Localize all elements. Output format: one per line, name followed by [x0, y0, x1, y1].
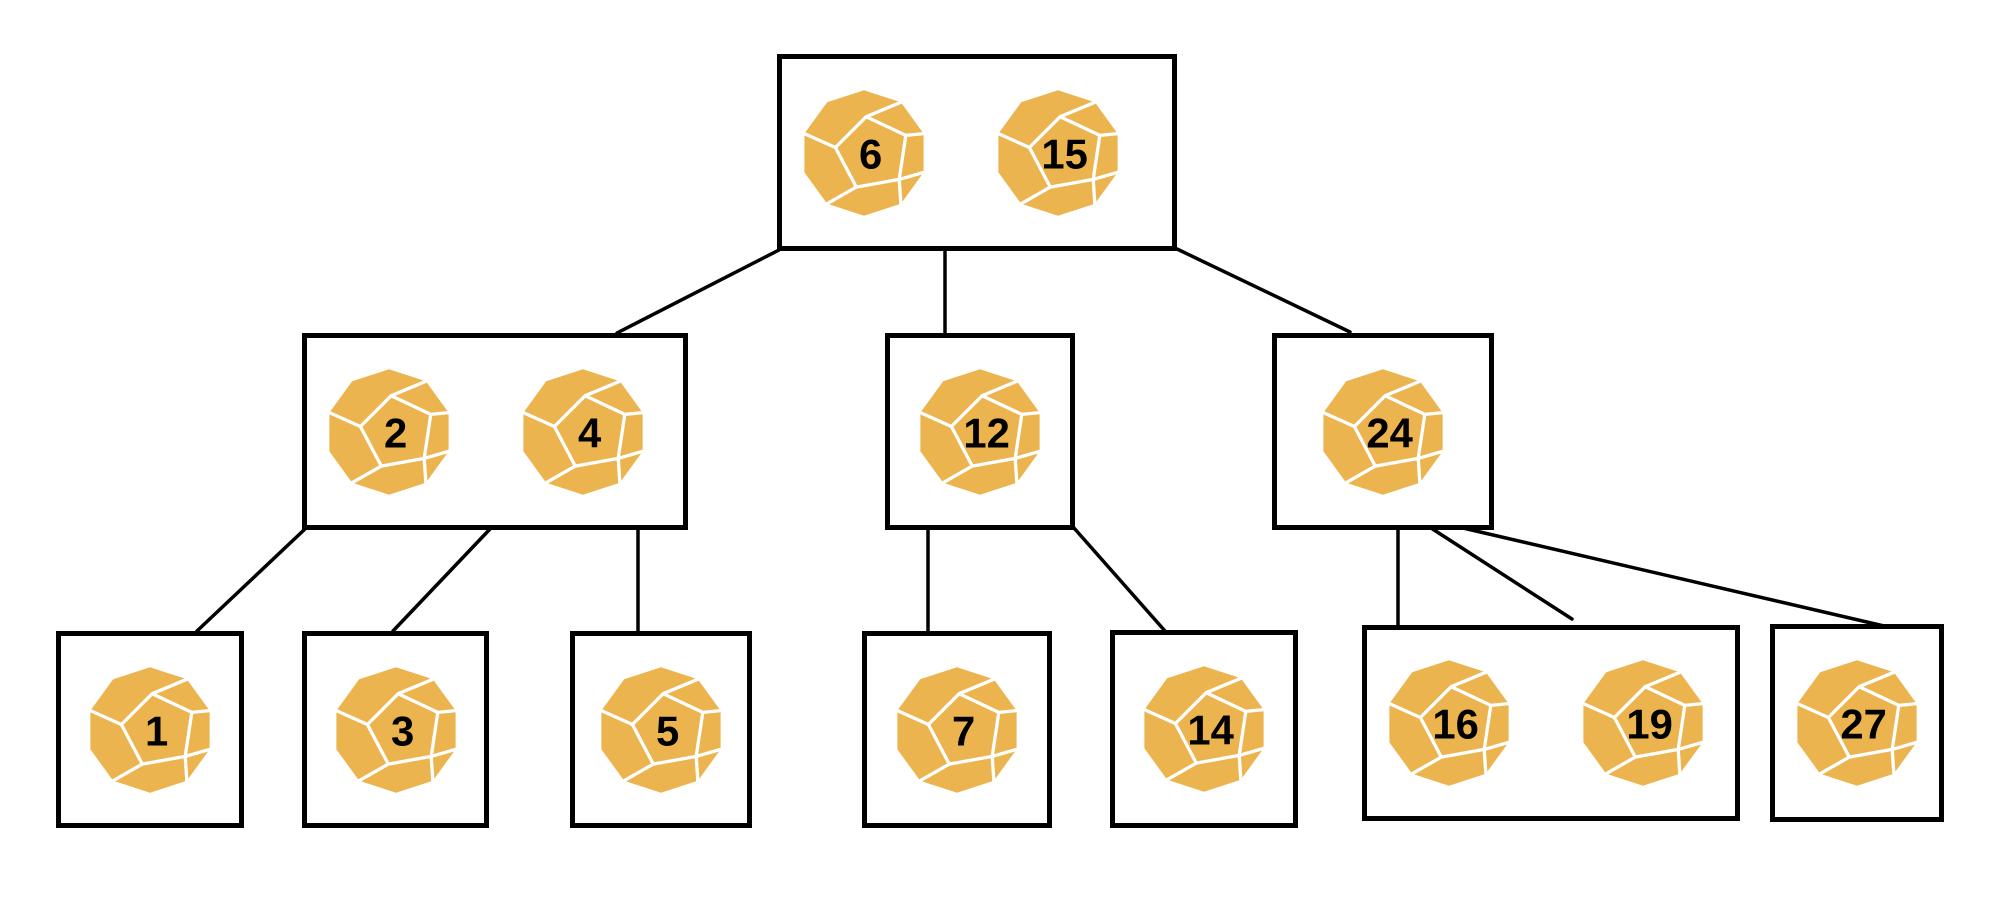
die-value: 27	[1840, 700, 1887, 747]
dodecahedron-die-icon: 7	[895, 665, 1019, 794]
die-value: 3	[390, 707, 413, 754]
tree-edge-left-leaf2	[391, 527, 492, 633]
tree-node-leaf-5: 14	[1110, 630, 1298, 828]
tree-edge-right-leaf7	[1461, 526, 1886, 628]
dodecahedron-die-icon: 14	[1142, 664, 1266, 794]
die-value: 19	[1626, 700, 1673, 747]
die-value: 6	[859, 130, 882, 177]
dodecahedron-die-icon: 16	[1387, 658, 1511, 788]
dodecahedron-die-icon: 6	[802, 88, 926, 217]
die-value: 14	[1187, 706, 1234, 753]
dodecahedron-die-icon: 12	[918, 367, 1042, 496]
tree-edge-root-left	[615, 248, 781, 335]
die-value: 16	[1432, 700, 1479, 747]
dodecahedron-die-icon: 15	[996, 88, 1120, 217]
tree-node-leaf-4: 7	[862, 631, 1052, 828]
die-value: 12	[963, 409, 1010, 456]
dodecahedron-die-icon: 19	[1581, 658, 1705, 788]
die-value: 15	[1041, 130, 1088, 177]
die-value: 7	[952, 707, 975, 754]
tree-node-leaf-3: 5	[570, 631, 752, 828]
tree-edge-middle-leaf5	[1072, 526, 1167, 633]
tree-node-leaf-2: 3	[302, 631, 489, 828]
tree-node-middle-child: 12	[885, 333, 1075, 530]
die-value: 24	[1366, 409, 1413, 456]
tree-node-root: 6 15	[777, 54, 1177, 251]
dodecahedron-die-icon: 3	[334, 665, 457, 794]
dodecahedron-die-icon: 2	[327, 367, 451, 496]
dodecahedron-die-icon: 5	[599, 665, 723, 794]
tree-edge-root-right	[1175, 247, 1352, 334]
die-value: 2	[384, 409, 407, 456]
die-value: 5	[656, 707, 679, 754]
tree-node-leaf-6: 16 19	[1362, 625, 1740, 821]
die-value: 1	[145, 707, 168, 754]
dodecahedron-die-icon: 24	[1321, 367, 1445, 496]
tree-node-right-child: 24	[1272, 333, 1494, 530]
tree-node-leaf-7: 27	[1770, 624, 1944, 822]
tree-node-leaf-1: 1	[56, 631, 244, 828]
tree-edge-right-leaf6b	[1429, 526, 1574, 621]
tree-edge-left-leaf1	[195, 527, 307, 633]
dodecahedron-die-icon: 4	[521, 367, 645, 496]
tree-node-left-child: 2 4	[302, 333, 688, 530]
dodecahedron-die-icon: 27	[1795, 658, 1919, 788]
dodecahedron-die-icon: 1	[88, 665, 212, 794]
die-value: 4	[578, 409, 602, 456]
